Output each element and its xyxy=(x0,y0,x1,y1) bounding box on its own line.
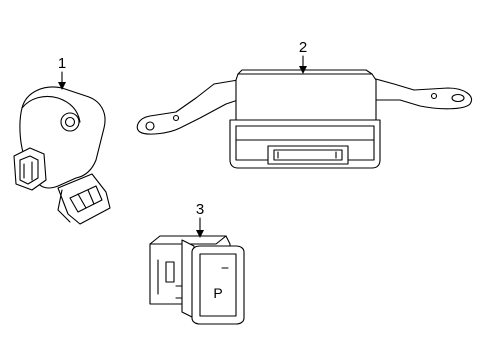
callout-2-number: 2 xyxy=(299,39,307,56)
part-3-switch: P 3 xyxy=(149,201,245,325)
part-1-sensor: 1 xyxy=(13,55,111,225)
part-2-control-module: 2 xyxy=(136,39,472,169)
switch-p-symbol: P xyxy=(213,285,222,301)
callout-3-number: 3 xyxy=(196,201,204,218)
callout-1-number: 1 xyxy=(58,55,66,72)
